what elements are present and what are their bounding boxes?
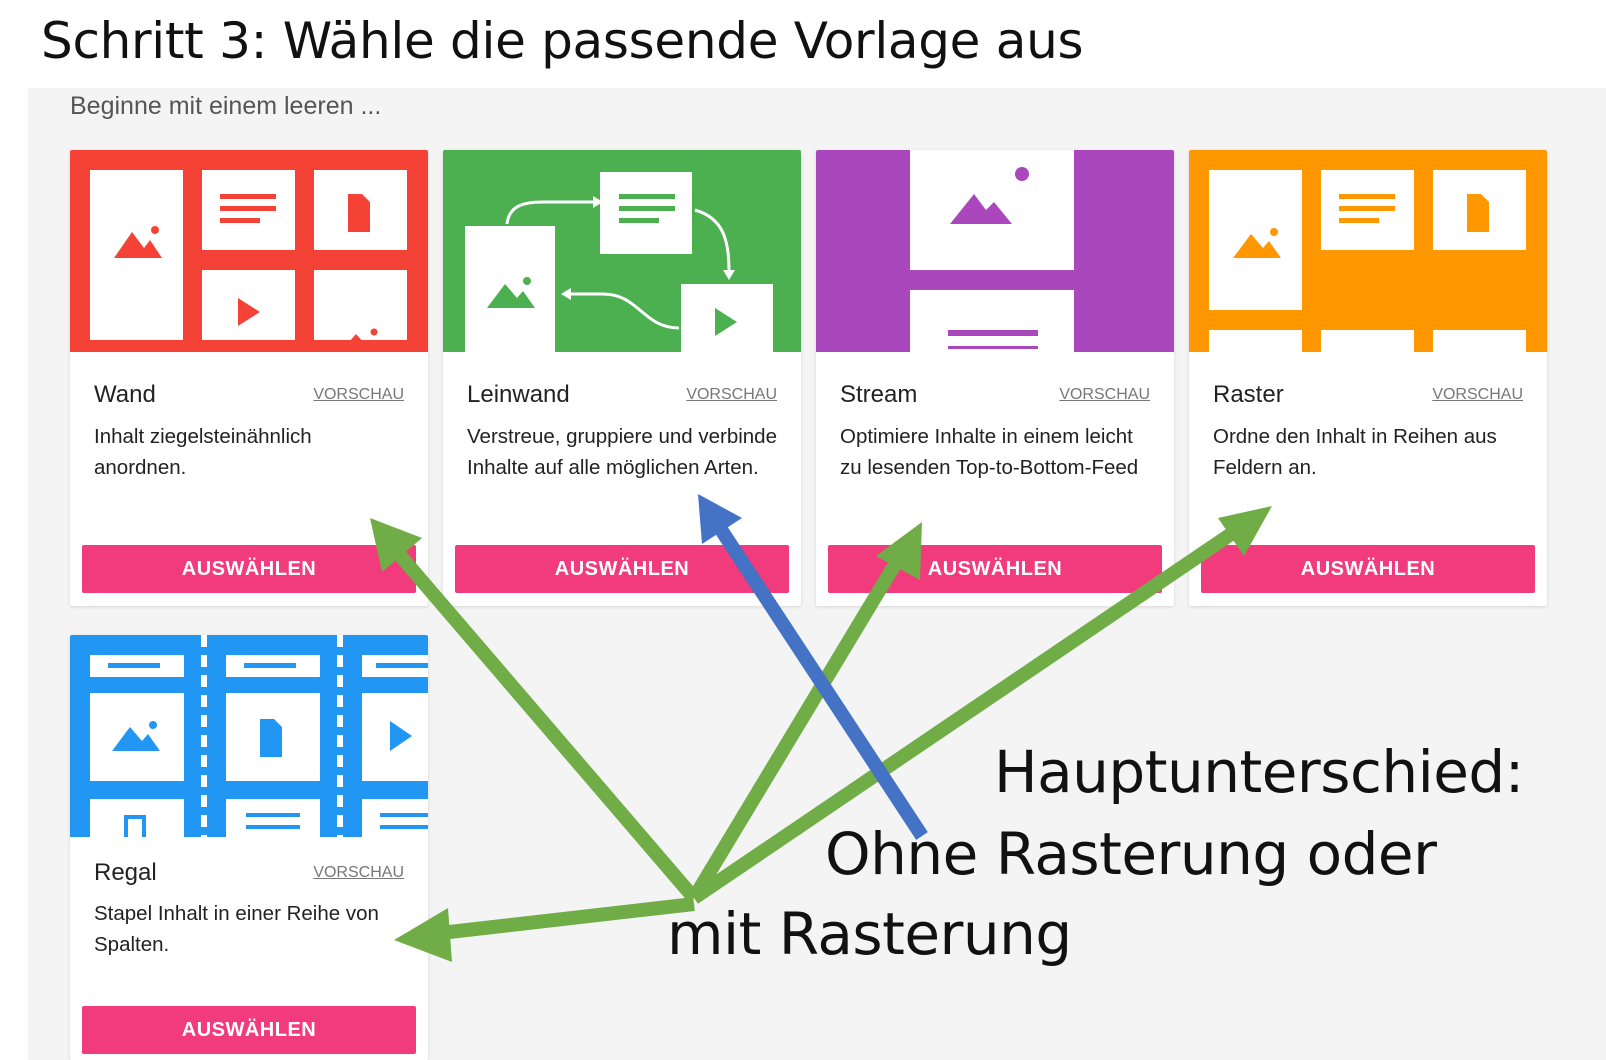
select-button[interactable]: AUSWÄHLEN (828, 545, 1162, 593)
select-button[interactable]: AUSWÄHLEN (82, 545, 416, 593)
template-name: Wand (94, 381, 156, 408)
template-card-wand: Wand VORSCHAU Inhalt ziegelsteinähnlich … (70, 150, 428, 606)
panel-subheading: Beginne mit einem leeren ... (70, 92, 382, 120)
template-name: Leinwand (467, 381, 570, 408)
template-card-raster: Raster VORSCHAU Ordne den Inhalt in Reih… (1189, 150, 1547, 606)
slide-title: Schritt 3: Wähle die passende Vorlage au… (41, 12, 1084, 70)
template-description: Optimiere Inhalte in einem leicht zu les… (840, 425, 1139, 479)
preview-link[interactable]: VORSCHAU (313, 386, 404, 403)
preview-link[interactable]: VORSCHAU (313, 864, 404, 881)
template-name: Stream (840, 381, 918, 408)
wand-illustration (70, 150, 428, 352)
raster-illustration (1189, 150, 1547, 352)
stream-illustration (816, 150, 1174, 352)
leinwand-illustration (443, 150, 801, 352)
preview-link[interactable]: VORSCHAU (1432, 386, 1523, 403)
template-description: Inhalt ziegelsteinähnlich anordnen. (94, 425, 312, 479)
template-name: Raster (1213, 381, 1284, 408)
preview-link[interactable]: VORSCHAU (1059, 386, 1150, 403)
template-description: Ordne den Inhalt in Reihen aus Feldern a… (1213, 425, 1497, 479)
annotation-line-2: Ohne Rasterung oder (825, 820, 1437, 888)
regal-illustration (70, 635, 428, 837)
template-description: Verstreue, gruppiere und verbinde Inhalt… (467, 425, 777, 479)
annotation-line-1: Hauptunterschied: (994, 738, 1524, 806)
template-name: Regal (94, 859, 157, 886)
select-button[interactable]: AUSWÄHLEN (455, 545, 789, 593)
template-description: Stapel Inhalt in einer Reihe von Spalten… (94, 902, 379, 956)
template-card-stream: Stream VORSCHAU Optimiere Inhalte in ein… (816, 150, 1174, 606)
template-card-regal: Regal VORSCHAU Stapel Inhalt in einer Re… (70, 635, 428, 1060)
preview-link[interactable]: VORSCHAU (686, 386, 777, 403)
select-button[interactable]: AUSWÄHLEN (82, 1006, 416, 1054)
template-card-leinwand: Leinwand VORSCHAU Verstreue, gruppiere u… (443, 150, 801, 606)
select-button[interactable]: AUSWÄHLEN (1201, 545, 1535, 593)
annotation-line-3: mit Rasterung (667, 900, 1072, 968)
